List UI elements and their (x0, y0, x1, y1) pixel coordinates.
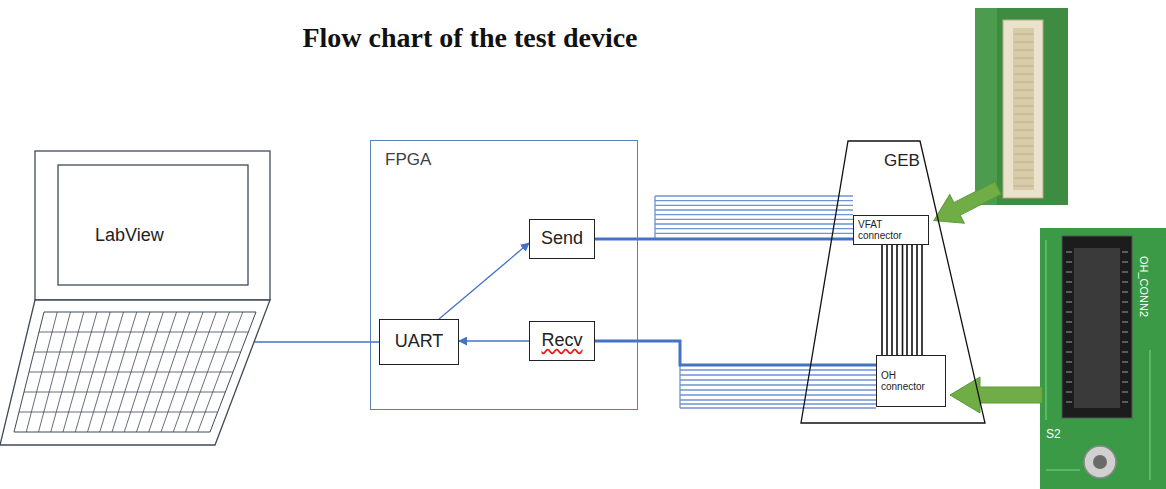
keyboard-key-line (124, 312, 163, 432)
vfat-connector: VFAT connector (853, 215, 929, 245)
connector-pins (1014, 34, 1033, 186)
geb-outline (800, 140, 986, 424)
node-label: OH connector (881, 370, 931, 392)
keyboard-key-line (149, 312, 190, 432)
keyboard-key-line (186, 312, 230, 432)
laptop-outline (0, 150, 272, 447)
keyboard-key-line (112, 312, 150, 432)
keyboard-key-line (24, 392, 225, 393)
geb-trace-bundle (882, 245, 922, 355)
fpga-board: FPGA UART SendRecv (370, 140, 638, 410)
laptop-base (0, 300, 270, 445)
keyboard-key-line (100, 312, 137, 432)
connector-slot (1013, 28, 1034, 190)
flow-arrow (459, 340, 529, 341)
node-label: FPGA (385, 151, 431, 170)
keyboard-key-line (19, 412, 218, 413)
geb-board: GEB VFAT connector OH connector (800, 140, 986, 424)
oh-connector-photo (1040, 228, 1166, 489)
uart-module: UART (379, 319, 459, 365)
connector-body (1003, 20, 1043, 198)
keyboard-key-line (29, 372, 233, 373)
cable-link (595, 238, 853, 241)
node-label: GEB (884, 152, 920, 171)
keyboard-key-line (34, 352, 241, 353)
connector-pins (1066, 252, 1128, 402)
recv-wire-bundle (680, 360, 876, 408)
keyboard-outline (14, 312, 256, 432)
send-wire-bundle (655, 196, 853, 238)
pcb-photo (975, 8, 1068, 205)
silkscreen-label: S2 (1046, 428, 1061, 441)
connector-body (1062, 236, 1132, 418)
pcb-photo (1040, 228, 1166, 489)
cable-link (595, 341, 876, 365)
silkscreen-label: OH_CONN2 (1138, 256, 1150, 317)
keyboard-key-line (51, 312, 84, 432)
node-label: LabView (95, 226, 164, 246)
keyboard-key-line (161, 312, 203, 432)
keyboard-key-line (39, 332, 248, 333)
keyboard-key-line (26, 312, 57, 432)
node-label: VFAT connector (858, 219, 912, 241)
keyboard-key-line (63, 312, 97, 432)
pointer-arrow (950, 377, 1042, 413)
keyboard-key-line (88, 312, 124, 432)
keyboard-key-line (173, 312, 216, 432)
keyboard-key-line (137, 312, 177, 432)
recv-module: Recv (529, 321, 595, 361)
connector-slot (1074, 248, 1120, 408)
board-trace (902, 245, 904, 355)
keyboard-key-line (39, 312, 71, 432)
oh-connector: OH connector (876, 355, 946, 407)
flow-arrow (439, 243, 529, 319)
vfat-connector-photo (975, 8, 1068, 205)
send-module: Send (529, 219, 595, 259)
laptop-screen (58, 165, 248, 285)
node-label: Send (541, 229, 583, 249)
mounting-hole (1084, 446, 1116, 478)
serial-link (254, 341, 379, 342)
node-label: UART (395, 332, 444, 352)
node-label: Recv (541, 331, 582, 351)
laptop-lid (35, 151, 270, 300)
keyboard-key-line (75, 312, 110, 432)
pointer-arrow (927, 174, 1006, 235)
laptop-computer: LabView (0, 150, 272, 447)
keyboard-key-line (198, 312, 243, 432)
pcb-highlight (975, 8, 997, 205)
diagram-title: Flow chart of the test device (0, 22, 940, 54)
geb-trapezoid (801, 141, 985, 423)
mounting-hole-center (1093, 455, 1107, 469)
